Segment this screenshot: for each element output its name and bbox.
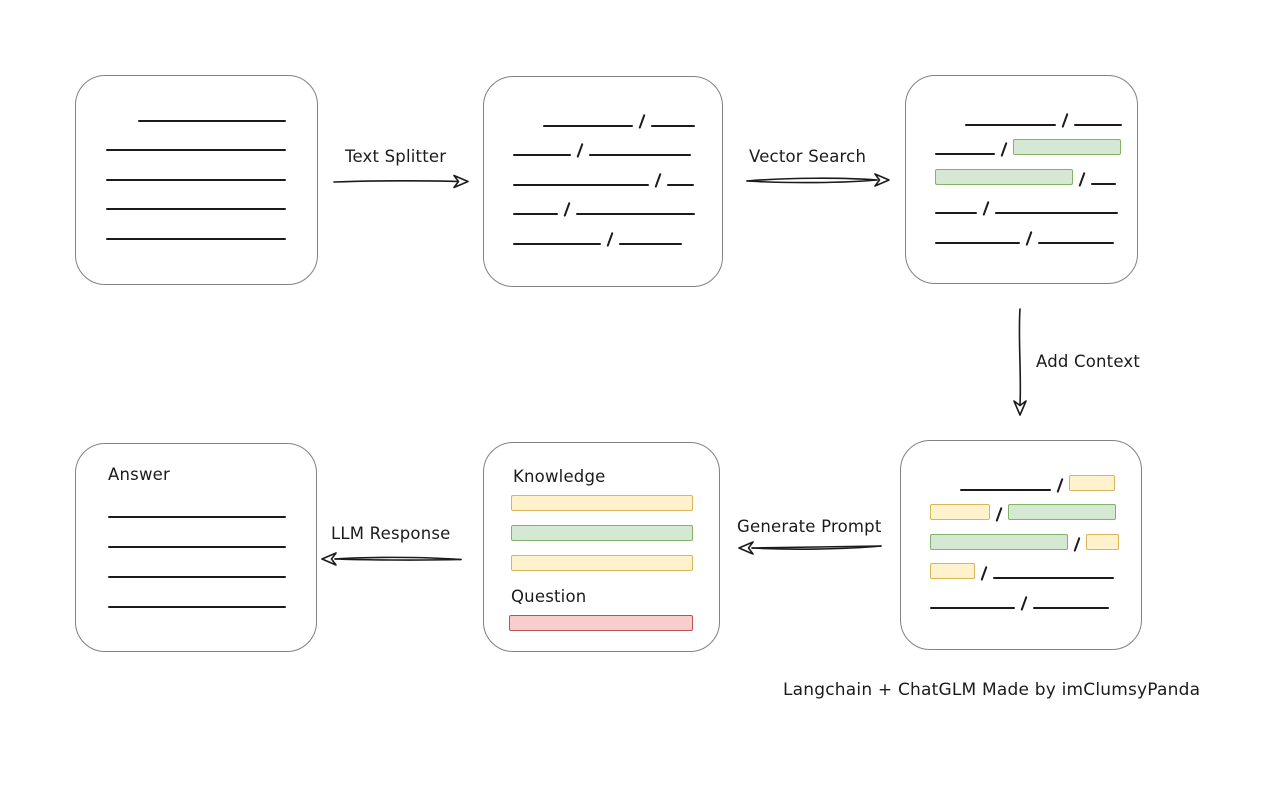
yellow-highlight-chip — [1069, 474, 1116, 491]
chunk-lines — [484, 77, 722, 247]
yellow-highlight-chip — [1086, 533, 1120, 550]
green-highlight-chip — [1008, 504, 1117, 520]
answer-lines — [76, 444, 316, 608]
chunk-row — [960, 461, 1141, 493]
green-highlight-chip — [935, 168, 1073, 185]
text-line — [960, 488, 1051, 491]
text-line — [108, 576, 286, 578]
yellow-highlight-chip — [930, 563, 975, 579]
llm-response-label: LLM Response — [331, 524, 451, 543]
chunk-row — [965, 96, 1137, 128]
text-splitter-arrow-right-icon — [333, 174, 469, 189]
matched-chunk-lines — [906, 76, 1137, 246]
chunk-row — [513, 156, 722, 188]
text-line — [935, 212, 977, 214]
chunk-row — [935, 155, 1137, 187]
text-line — [513, 183, 649, 186]
text-line — [965, 123, 1056, 126]
text-line — [106, 208, 286, 210]
text-line — [106, 149, 286, 151]
chunk-row — [543, 97, 722, 129]
text-line — [108, 546, 286, 548]
context-chunk-lines — [901, 441, 1141, 611]
text-line — [1033, 606, 1110, 609]
chunk-row — [108, 578, 316, 608]
knowledge-label: Knowledge — [513, 467, 606, 486]
text-line — [513, 242, 601, 245]
slash-divider — [606, 231, 614, 247]
chunk-row — [106, 151, 317, 181]
text-line — [1091, 182, 1117, 185]
text-line — [513, 213, 558, 215]
text-line — [106, 178, 286, 181]
text-line — [108, 606, 286, 608]
vector-search-label: Vector Search — [749, 147, 867, 166]
yellow-bar — [511, 495, 693, 511]
document-lines — [76, 76, 317, 240]
slash-divider — [1025, 230, 1033, 246]
text-line — [108, 516, 286, 518]
green-highlight-chip — [1013, 139, 1122, 155]
red-bar — [509, 615, 693, 631]
text-line — [513, 154, 571, 156]
caption-text: Langchain + ChatGLM Made by imClumsyPand… — [783, 680, 1201, 700]
slash-divider — [1020, 595, 1028, 611]
text-line — [619, 242, 683, 245]
text-line — [106, 237, 286, 240]
text-line — [543, 124, 633, 127]
text-line — [935, 153, 995, 155]
text-line — [576, 213, 696, 215]
chunk-row — [513, 186, 722, 217]
text-line — [589, 154, 692, 156]
source-document-box — [75, 75, 318, 285]
text-line — [1074, 123, 1123, 126]
add-context-label: Add Context — [1036, 352, 1141, 371]
answer-label: Answer — [108, 465, 170, 484]
chunk-row — [513, 127, 722, 158]
chunk-row — [930, 491, 1141, 522]
split-chunks-box — [483, 76, 723, 287]
prompt-box: Knowledge Question — [483, 442, 720, 652]
chunk-row — [108, 518, 316, 548]
chunk-row — [930, 520, 1141, 552]
text-line — [667, 183, 695, 186]
text-line — [995, 212, 1119, 214]
chunk-row — [108, 488, 316, 518]
context-chunks-box — [900, 440, 1142, 650]
chunk-row — [935, 126, 1137, 157]
generate-prompt-label: Generate Prompt — [737, 517, 882, 536]
knowledge-bars — [511, 495, 693, 585]
question-bars — [509, 615, 693, 645]
question-label: Question — [511, 587, 587, 606]
text-line — [935, 241, 1020, 244]
chunk-row — [935, 214, 1137, 246]
text-line — [138, 119, 286, 122]
chunk-row — [513, 215, 722, 247]
chunk-row — [106, 122, 317, 151]
text-line — [651, 124, 696, 127]
chunk-row — [935, 185, 1137, 216]
text-line — [1038, 241, 1115, 244]
text-splitter-label: Text Splitter — [345, 147, 447, 166]
generate-prompt-arrow-left-icon — [738, 541, 882, 555]
yellow-bar — [511, 555, 693, 571]
green-bar — [511, 525, 693, 541]
yellow-highlight-chip — [930, 504, 990, 520]
chunk-row — [106, 181, 317, 210]
add-context-arrow-down-icon — [1013, 308, 1027, 416]
chunk-row — [930, 550, 1141, 581]
chunk-row — [930, 579, 1141, 611]
llm-response-arrow-left-icon — [321, 552, 462, 566]
text-line — [930, 606, 1015, 609]
green-highlight-chip — [930, 533, 1068, 550]
chunk-row — [138, 92, 317, 122]
answer-box: Answer — [75, 443, 317, 652]
chunk-row — [108, 548, 316, 578]
matched-chunks-box — [905, 75, 1138, 284]
chunk-row — [106, 210, 317, 240]
text-line — [993, 577, 1115, 579]
vector-search-arrow-right-icon — [746, 173, 890, 187]
